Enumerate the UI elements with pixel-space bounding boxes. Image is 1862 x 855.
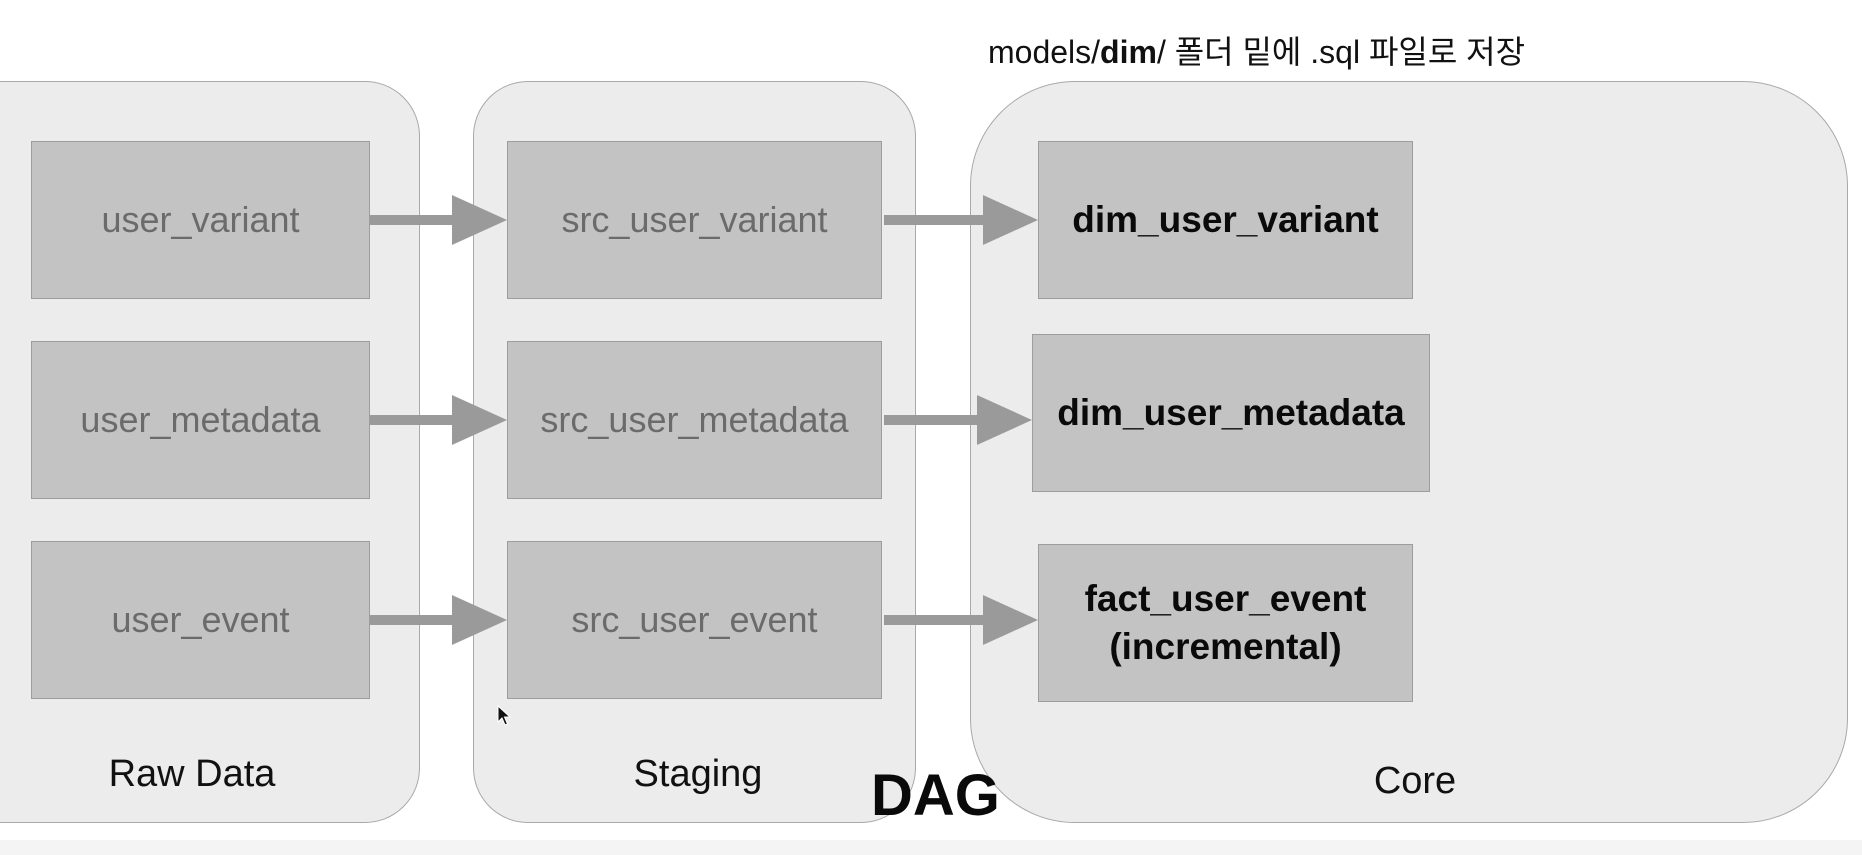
node-src-user-variant: src_user_variant (507, 141, 882, 299)
dag-title: DAG (871, 763, 1000, 828)
caption-suffix: / 폴더 밑에 .sql 파일로 저장 (1156, 34, 1526, 70)
node-fact-user-event: fact_user_event (incremental) (1038, 544, 1413, 702)
node-user-metadata: user_metadata (31, 341, 370, 499)
raw-data-label: Raw Data (108, 753, 276, 795)
node-dim-user-variant: dim_user_variant (1038, 141, 1413, 299)
core-label: Core (1373, 760, 1457, 802)
arrow-user-variant-to-src (370, 195, 507, 245)
arrow-user-event-to-src (370, 595, 507, 645)
arrowhead-icon (452, 595, 507, 645)
arrowhead-icon (452, 195, 507, 245)
arrowhead-icon (983, 595, 1038, 645)
folder-caption: models/dim/ 폴더 밑에 .sql 파일로 저장 (988, 27, 1525, 73)
fact-user-event-label: fact_user_event (1084, 577, 1367, 619)
arrow-src-user-event-to-fact (884, 595, 1038, 645)
caption-prefix: models/ (988, 34, 1101, 70)
caption-bold: dim (1100, 34, 1157, 70)
arrowhead-icon (452, 395, 507, 445)
arrowhead-icon (977, 395, 1032, 445)
mouse-cursor-icon (497, 705, 511, 726)
arrow-user-metadata-to-src (370, 395, 507, 445)
bottom-strip (0, 840, 1862, 855)
fact-user-event-note: (incremental) (1109, 626, 1342, 667)
arrow-src-user-variant-to-dim (884, 195, 1038, 245)
node-user-event: user_event (31, 541, 370, 699)
node-src-user-metadata: src_user_metadata (507, 341, 882, 499)
staging-label: Staging (633, 753, 763, 795)
node-user-variant: user_variant (31, 141, 370, 299)
node-dim-user-metadata: dim_user_metadata (1032, 334, 1430, 492)
node-src-user-event: src_user_event (507, 541, 882, 699)
arrow-src-user-metadata-to-dim (884, 395, 1032, 445)
arrowhead-icon (983, 195, 1038, 245)
